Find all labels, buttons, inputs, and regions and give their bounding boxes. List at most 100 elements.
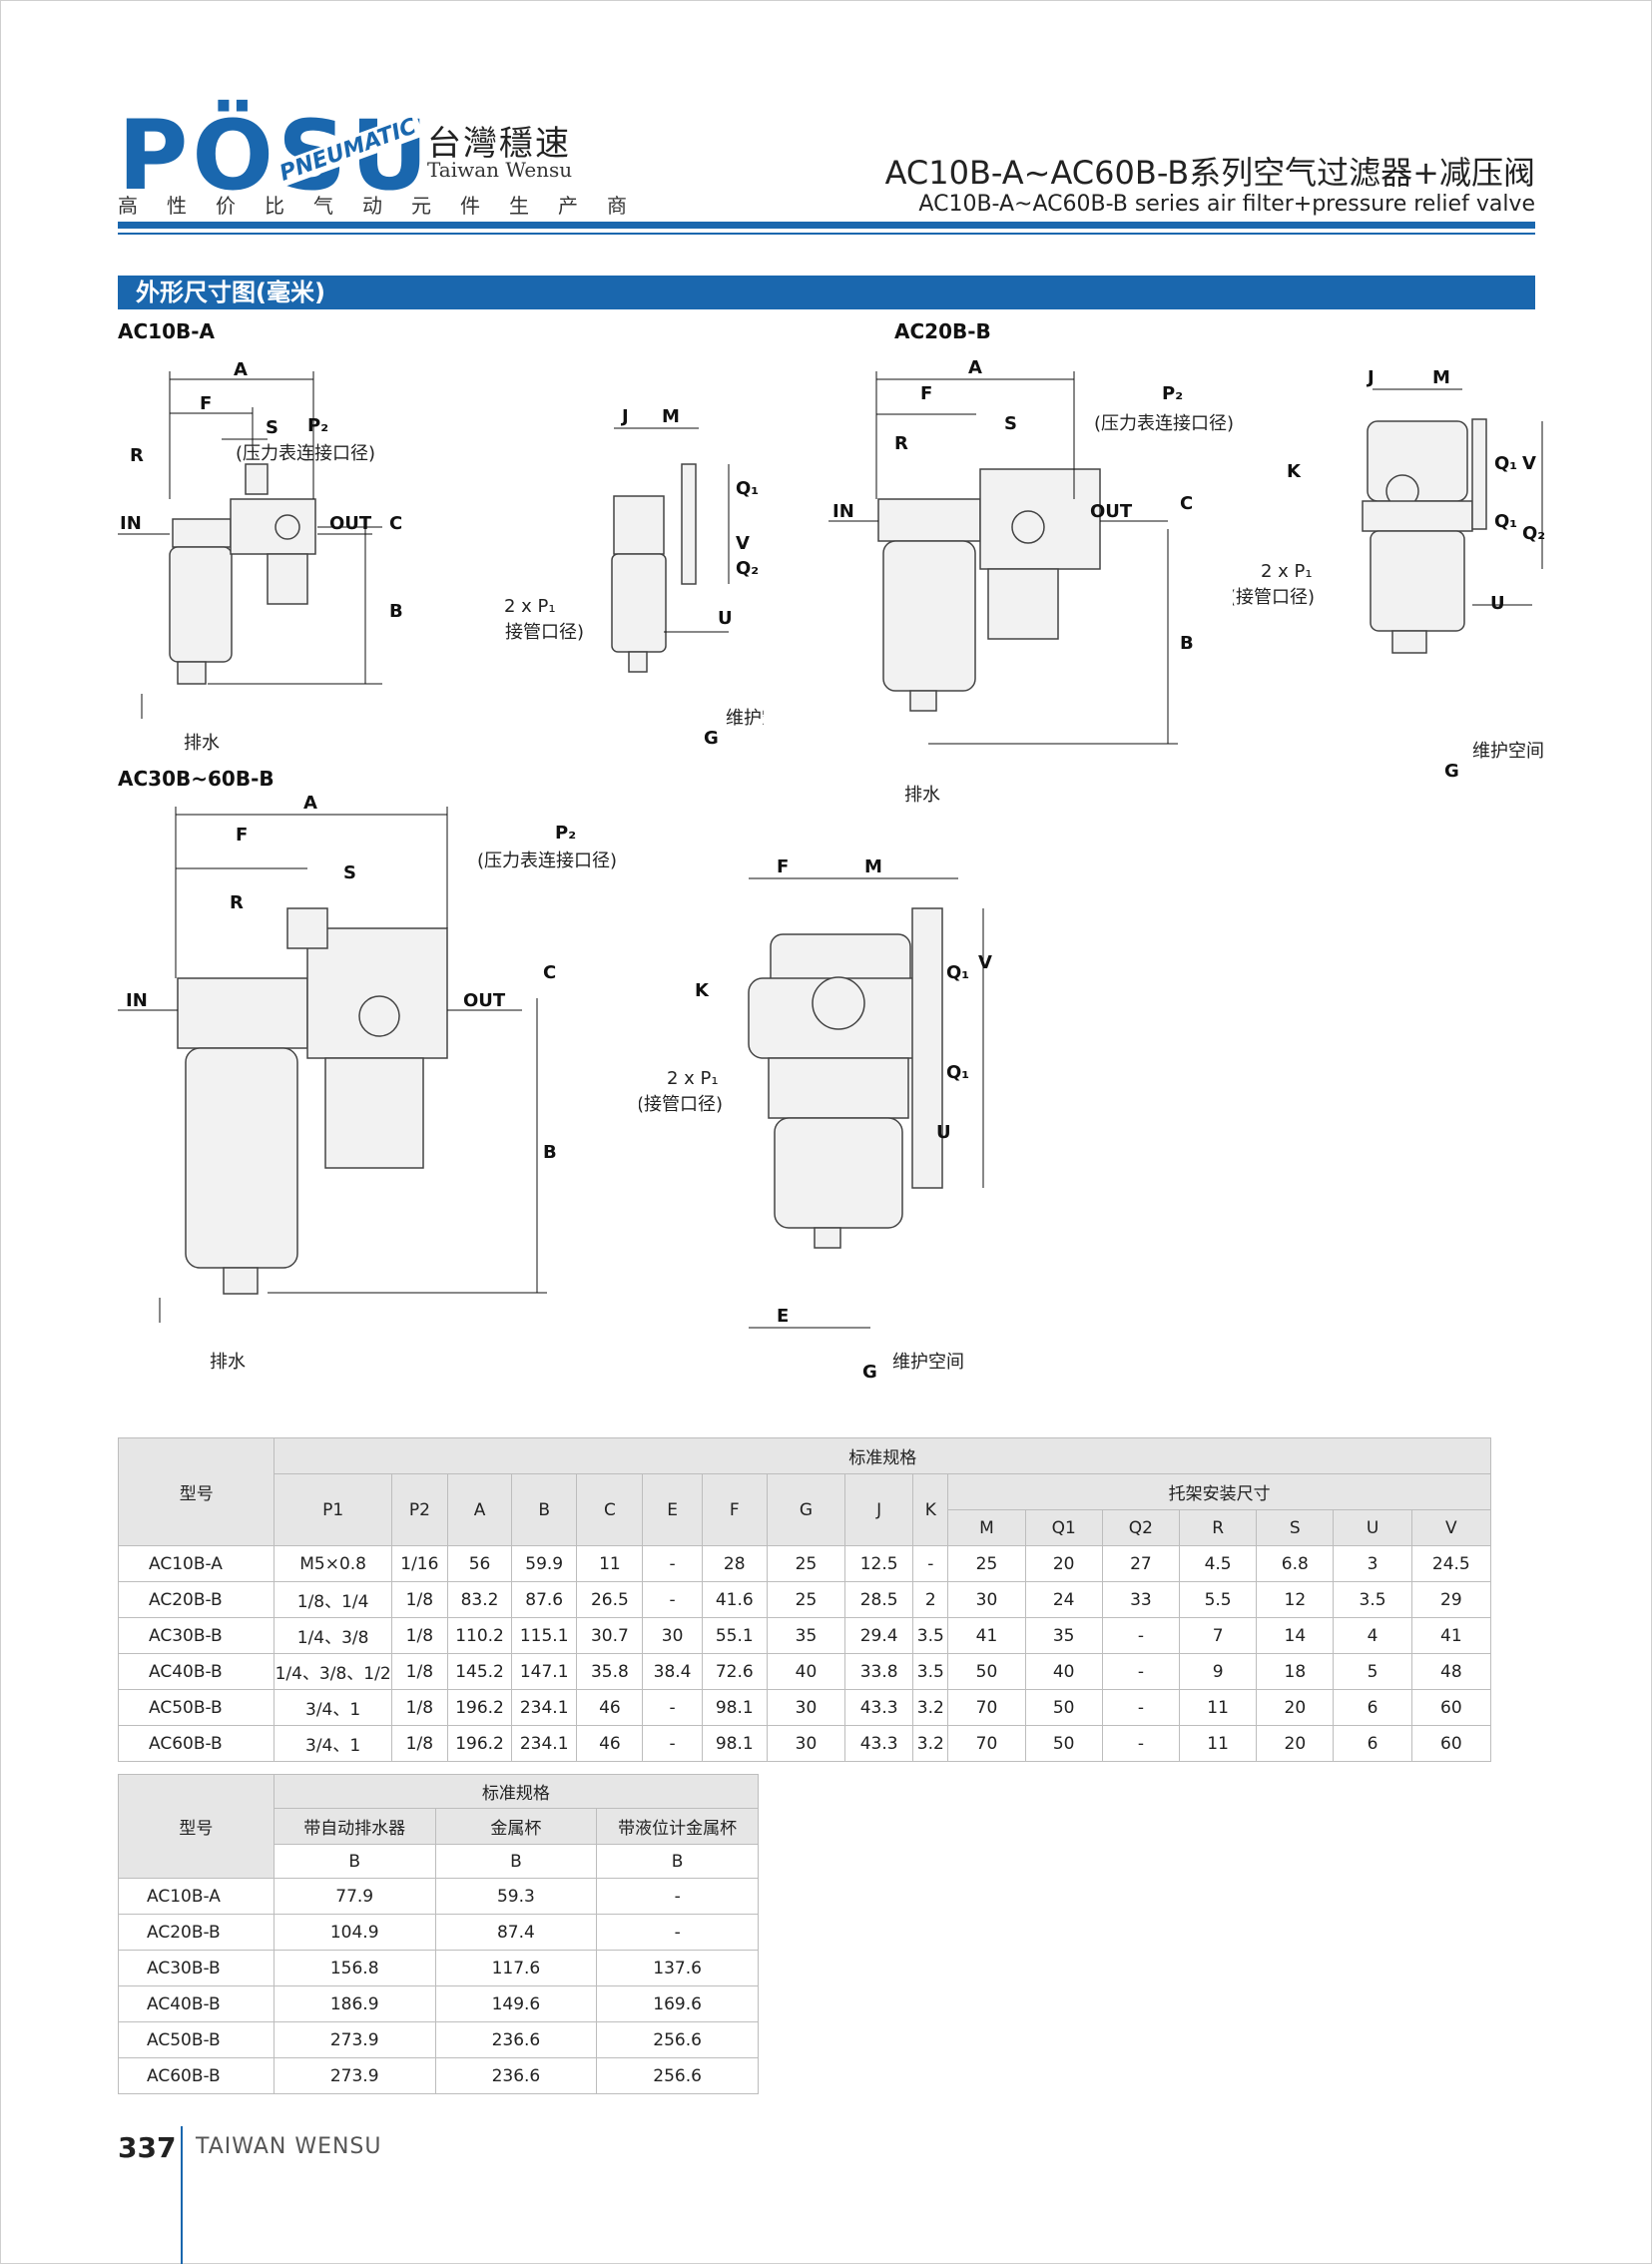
cell-model: AC60B-B [118, 2057, 275, 2094]
page-title-en: AC10B-A~AC60B-B series air filter+pressu… [918, 192, 1535, 217]
footer-divider [181, 2126, 183, 2264]
table-cell: - [596, 1878, 759, 1915]
table-cell: 41.6 [701, 1581, 768, 1618]
table-cell: 77.9 [273, 1878, 436, 1915]
col-P1: P1 [274, 1473, 392, 1546]
col-J: J [844, 1473, 914, 1546]
table-cell: - [596, 1914, 759, 1951]
table-cell: 6.8 [1256, 1545, 1335, 1582]
table-cell: 46 [576, 1689, 644, 1726]
dim-B: B [543, 1142, 557, 1163]
table-cell: 156.8 [273, 1950, 436, 1986]
col-auto-drain: 带自动排水器 [273, 1808, 436, 1845]
table-cell: 43.3 [844, 1725, 914, 1762]
table-cell: 60 [1410, 1689, 1492, 1726]
table-cell: 28 [701, 1545, 768, 1582]
table-cell: 273.9 [273, 2021, 436, 2058]
table-cell: - [642, 1545, 703, 1582]
cell-model: AC50B-B [118, 2021, 275, 2058]
table-cell: 1/8 [390, 1617, 448, 1654]
table-cell: 60 [1410, 1725, 1492, 1762]
dim-S: S [266, 417, 278, 438]
table-cell: 186.9 [273, 1985, 436, 2022]
dim-A: A [968, 357, 982, 378]
col-B: B [511, 1473, 578, 1546]
dim-M: M [1432, 367, 1450, 388]
cell-model: AC60B-B [117, 1725, 275, 1762]
table-cell: 110.2 [446, 1617, 513, 1654]
table-cell: 3.2 [912, 1689, 949, 1726]
table-cell: 50 [1024, 1689, 1103, 1726]
dim-R: R [130, 445, 144, 466]
table-cell: 30 [766, 1689, 846, 1726]
table-cell: 25 [947, 1545, 1026, 1582]
in-label: IN [832, 501, 854, 522]
table-cell: 35 [1024, 1617, 1103, 1654]
table-cell: 6 [1333, 1689, 1412, 1726]
maintenance-note: 维护空间 [726, 708, 764, 729]
dim-P2: P₂ [1162, 383, 1183, 404]
table-cell: - [642, 1581, 703, 1618]
dim-E: E [777, 1306, 789, 1327]
drawing-label-ac20: AC20B-B [894, 319, 991, 343]
table-cell: 117.6 [434, 1950, 598, 1986]
gauge-port-note: (压力表连接口径) [1094, 413, 1234, 434]
table-cell: 29.4 [844, 1617, 914, 1654]
table-cell: 1/4、3/8 [274, 1617, 392, 1654]
table-cell: 83.2 [446, 1581, 513, 1618]
table-cell: M5×0.8 [274, 1545, 392, 1582]
out-label: OUT [463, 990, 506, 1011]
dim-R: R [230, 892, 244, 913]
table-cell: 56 [446, 1545, 513, 1582]
table-cell: 41 [947, 1617, 1026, 1654]
brand-name-en: Taiwan Wensu [427, 158, 573, 182]
out-label: OUT [1090, 501, 1133, 522]
table-cell: 3.5 [1333, 1581, 1412, 1618]
drawing-ac30-front: A F S R P₂ (压力表连接口径) IN OUT C B 排水 [118, 793, 617, 1373]
header-model: 型号 [117, 1437, 275, 1546]
table-cell: 3.5 [912, 1617, 949, 1654]
header-standard: 标准规格 [274, 1437, 1491, 1474]
gauge-port-note: (压力表连接口径) [477, 850, 617, 871]
table-cell: 169.6 [596, 1985, 759, 2022]
table-cell: 9 [1178, 1653, 1258, 1690]
table-cell: 11 [1178, 1689, 1258, 1726]
table-cell: 50 [947, 1653, 1026, 1690]
table-cell: 236.6 [434, 2057, 598, 2094]
col-F: F [701, 1473, 768, 1546]
col-M: M [947, 1509, 1026, 1546]
table-cell: 137.6 [596, 1950, 759, 1986]
header-rule [118, 222, 1535, 229]
dim-A: A [303, 793, 317, 814]
col-G: G [766, 1473, 846, 1546]
table-cell: 147.1 [511, 1653, 578, 1690]
table-cell: 196.2 [446, 1689, 513, 1726]
dim-S: S [1004, 413, 1017, 434]
cell-model: AC40B-B [117, 1653, 275, 1690]
table-cell: 196.2 [446, 1725, 513, 1762]
table-cell: 4 [1333, 1617, 1412, 1654]
table-cell: - [642, 1689, 703, 1726]
table-cell: 234.1 [511, 1725, 578, 1762]
table-cell: 25 [766, 1581, 846, 1618]
slogan: 高性价比气动元件生产商 [118, 194, 656, 218]
cell-model: AC30B-B [118, 1950, 275, 1986]
header-standard: 标准规格 [273, 1774, 760, 1809]
dim-Q1: Q₁ [736, 478, 759, 499]
logo-text: PÖSU [118, 100, 433, 212]
pipe-port-note: (接管口径) [1233, 587, 1315, 608]
cell-model: AC40B-B [118, 1985, 275, 2022]
table-cell: 5 [1333, 1653, 1412, 1690]
pipe-port-note: (接管口径) [639, 1094, 723, 1115]
table-cell: 87.6 [511, 1581, 578, 1618]
table-cell: 26.5 [576, 1581, 644, 1618]
table-cell: 59.3 [434, 1878, 598, 1915]
table-cell: 40 [1024, 1653, 1103, 1690]
table-cell: 7 [1178, 1617, 1258, 1654]
dim-U: U [718, 608, 733, 629]
